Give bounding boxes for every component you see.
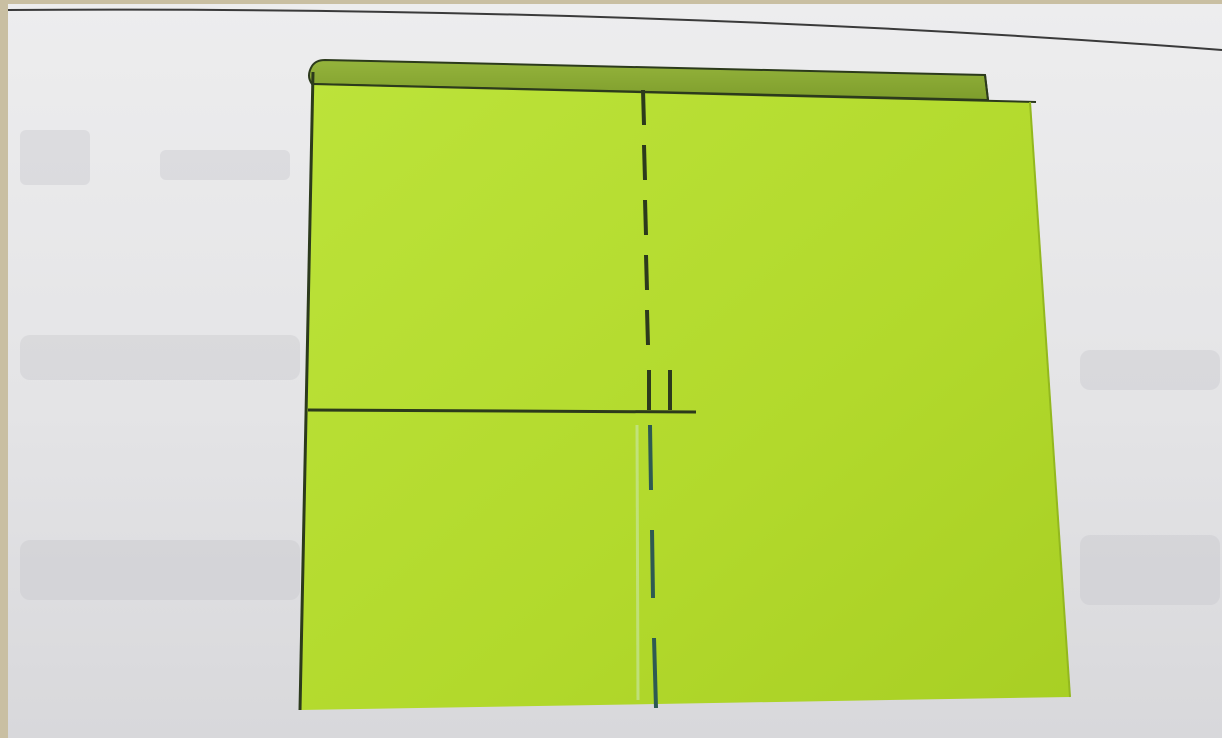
horizontal-cut-line [308, 410, 696, 412]
paper-sheet [300, 84, 1070, 710]
